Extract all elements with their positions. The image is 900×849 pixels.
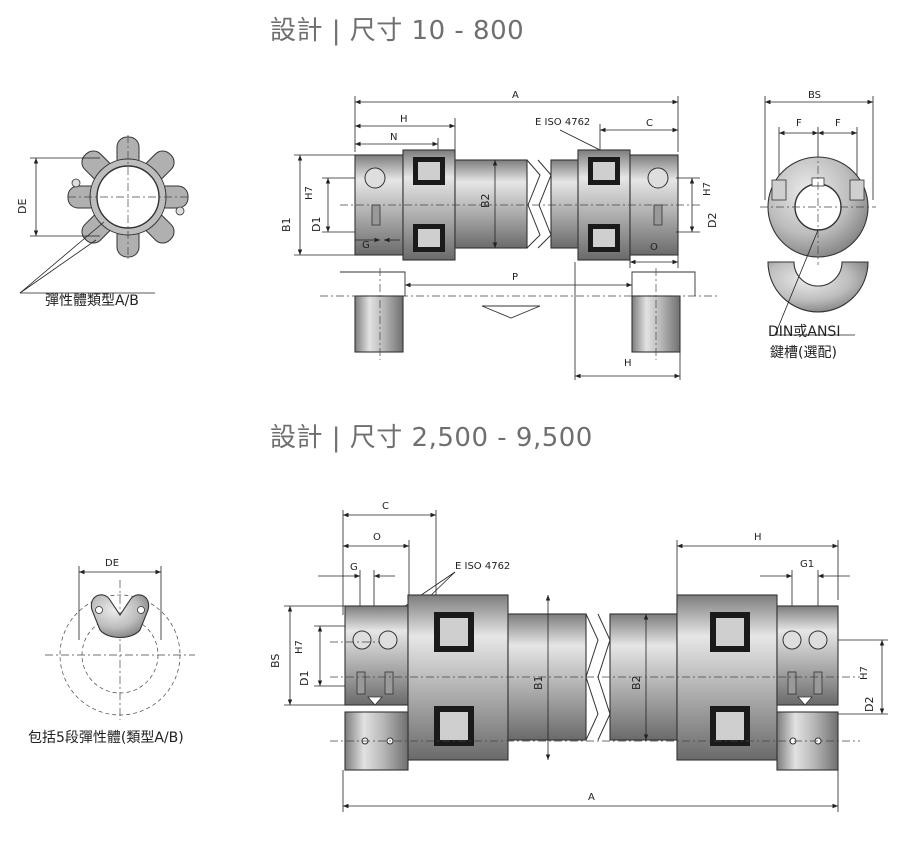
label-d1-bottom: D1 xyxy=(298,671,311,686)
label-c-bottom: C xyxy=(382,501,389,512)
label-c: C xyxy=(646,118,653,129)
label-f2: F xyxy=(835,118,841,129)
title-bottom: 設計 | 尺寸 2,500 - 9,500 xyxy=(270,423,593,453)
label-d1-sup: H7 xyxy=(304,186,315,200)
label-bs: BS xyxy=(808,90,821,101)
label-b1-bottom: B1 xyxy=(532,675,545,690)
label-b2-bottom: B2 xyxy=(630,675,643,690)
label-g: G xyxy=(362,240,370,251)
label-g1: G1 xyxy=(800,559,814,570)
label-o: O xyxy=(650,242,658,253)
label-d2-sup-bottom: H7 xyxy=(859,666,870,680)
label-d2-bottom: D2 xyxy=(863,697,876,712)
coupling-bottom-view: C O G E ISO 4762 H G1 B xyxy=(269,501,888,812)
label-h-bottom-view: H xyxy=(754,532,762,543)
title-top: 設計 | 尺寸 10 - 800 xyxy=(270,16,525,46)
label-n: N xyxy=(390,132,397,143)
label-d1: D1 xyxy=(310,217,323,232)
label-a-bottom: A xyxy=(588,792,595,803)
label-o-bottom: O xyxy=(373,532,381,543)
label-de-bottom: DE xyxy=(105,558,119,569)
label-h: H xyxy=(400,114,408,125)
label-b1: B1 xyxy=(280,217,293,232)
label-bs-bottom: BS xyxy=(269,654,282,668)
keyway-caption-1: DIN或ANSI xyxy=(768,324,840,340)
label-f1: F xyxy=(796,118,802,129)
keyway-caption-2: 鍵槽(選配) xyxy=(770,345,837,361)
label-e-iso: E ISO 4762 xyxy=(535,117,590,128)
label-de: DE xyxy=(16,199,29,214)
label-d2-sup: H7 xyxy=(702,182,713,196)
clamp-hub-end-view: BS F F DIN或ANSI 鍵槽(選配) xyxy=(760,90,876,361)
spider-caption: 彈性體類型A/B xyxy=(45,293,139,309)
label-g-bottom: G xyxy=(350,562,358,573)
label-e-iso-bottom: E ISO 4762 xyxy=(455,561,510,572)
label-p: P xyxy=(512,272,518,283)
spider-elastomer-top: DE 彈性體類型A/B xyxy=(16,135,189,309)
segment-elastomer: DE 包括5段彈性體(類型A/B) xyxy=(28,558,195,746)
label-a: A xyxy=(512,90,519,101)
label-h-bottom: H xyxy=(624,358,632,369)
coupling-top-view: A H N C E ISO 4762 B1 D1 xyxy=(280,90,720,380)
label-d1-sup-bottom: H7 xyxy=(294,640,305,654)
label-d2: D2 xyxy=(706,213,719,228)
segment-caption: 包括5段彈性體(類型A/B) xyxy=(28,730,184,746)
label-b2: B2 xyxy=(479,193,492,208)
